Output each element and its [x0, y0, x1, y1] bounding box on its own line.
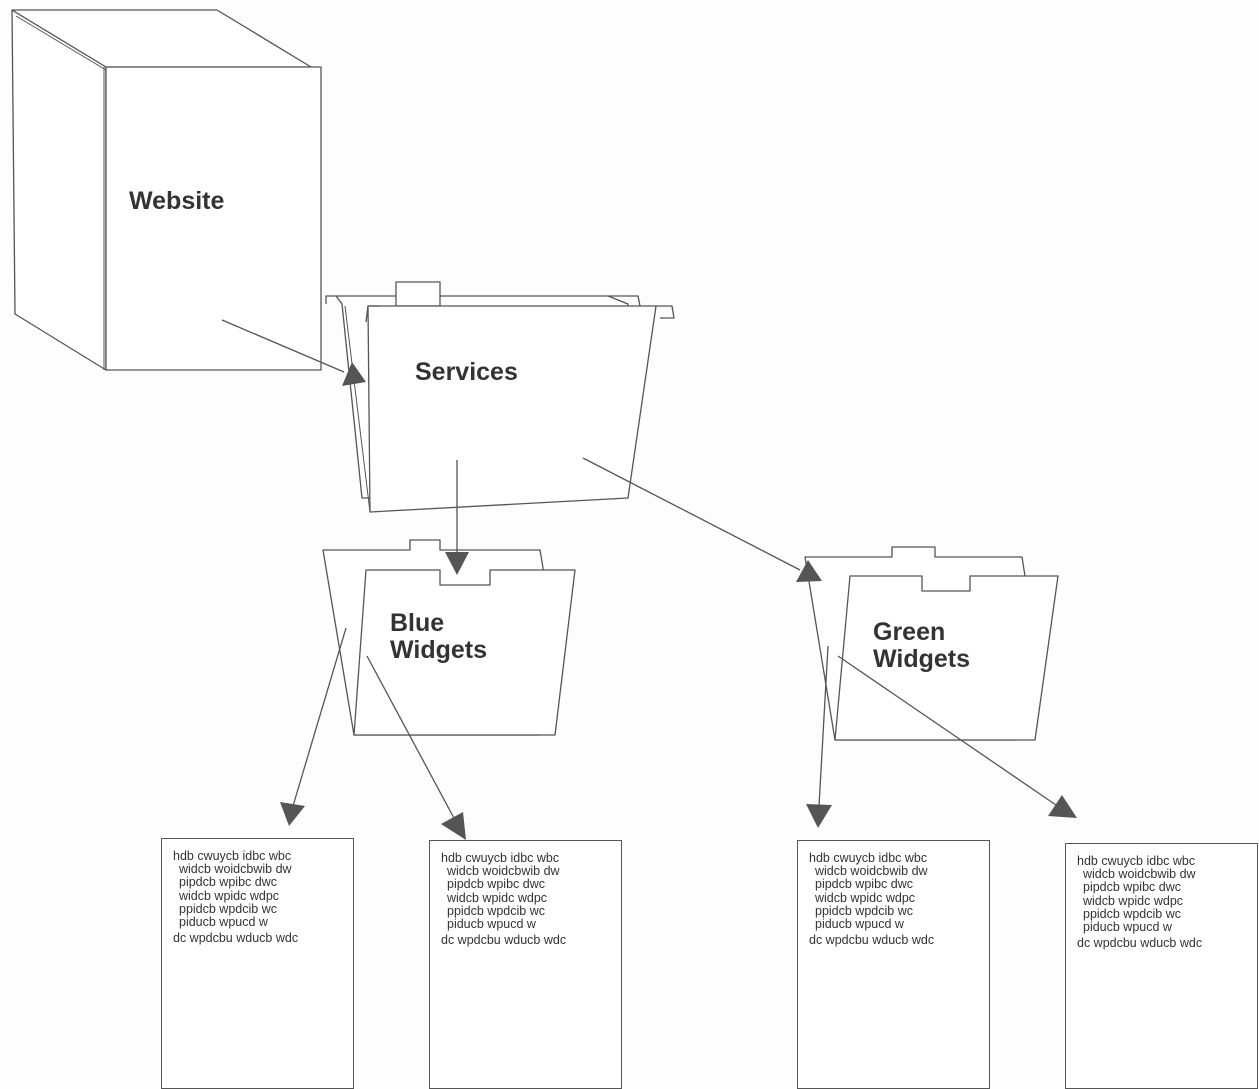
doc-line: widcb wpidc wdpc: [179, 888, 280, 903]
doc-line: pipdcb wpibc dwc: [447, 877, 545, 892]
green-widgets-label-line-1: Green: [873, 618, 946, 646]
arrow-blue-to-doc-2: [366, 655, 466, 840]
doc-line: dc wpdcbu wducb wdc: [809, 933, 935, 948]
website-label: Website: [129, 187, 225, 215]
doc-line: widcb woidcbwib dw: [1083, 867, 1196, 882]
document-page-3: hdb cwuycb idbc wbc widcb woidcbwib dw p…: [797, 840, 990, 1089]
doc-line: pipdcb wpibc dwc: [815, 877, 913, 892]
services-folder-icon: [325, 281, 675, 513]
blue-widgets-label-line-1: Blue: [390, 609, 445, 637]
document-page-4: hdb cwuycb idbc wbc widcb woidcbwib dw p…: [1065, 843, 1258, 1089]
doc-line: dc wpdcbu wducb wdc: [173, 931, 299, 946]
website-box: [11, 9, 322, 371]
website-box-side-face: [11, 9, 107, 371]
doc-line: widcb woidcbwib dw: [815, 864, 928, 879]
green-widgets-label: Green Widgets: [873, 619, 970, 673]
doc-line: piducb wpucd w: [1083, 920, 1172, 935]
document-text: hdb cwuycb idbc wbc widcb woidcbwib dw p…: [441, 851, 567, 948]
doc-line: hdb cwuycb idbc wbc: [173, 849, 292, 863]
doc-line: ppidcb wpdcib wc: [447, 903, 545, 918]
website-box-front-face: [105, 66, 322, 371]
green-widgets-label-line-2: Widgets: [873, 645, 970, 673]
doc-line: piducb wpucd w: [815, 917, 904, 932]
doc-line: widcb woidcbwib dw: [179, 862, 292, 877]
document-page-1: hdb cwuycb idbc wbc widcb woidcbwib dw p…: [161, 838, 354, 1089]
doc-line: widcb wpidc wdpc: [447, 890, 548, 905]
doc-line: hdb cwuycb idbc wbc: [441, 851, 560, 865]
arrow-website-to-services: [221, 319, 366, 386]
doc-line: pipdcb wpibc dwc: [1083, 880, 1181, 895]
arrow-services-to-blue-widgets: [445, 460, 469, 575]
blue-widgets-label-line-2: Widgets: [390, 636, 487, 664]
doc-line: ppidcb wpdcib wc: [179, 901, 277, 916]
doc-line: hdb cwuycb idbc wbc: [809, 851, 928, 865]
doc-line: widcb wpidc wdpc: [815, 890, 916, 905]
doc-line: widcb woidcbwib dw: [447, 864, 560, 879]
doc-line: pipdcb wpibc dwc: [179, 875, 277, 890]
document-text: hdb cwuycb idbc wbc widcb woidcbwib dw p…: [809, 851, 935, 948]
doc-line: piducb wpucd w: [447, 917, 536, 932]
arrow-blue-to-doc-1: [280, 627, 347, 826]
document-text: hdb cwuycb idbc wbc widcb woidcbwib dw p…: [173, 849, 299, 946]
doc-line: dc wpdcbu wducb wdc: [441, 933, 567, 948]
doc-line: dc wpdcbu wducb wdc: [1077, 936, 1203, 951]
doc-line: piducb wpucd w: [179, 915, 268, 930]
doc-line: hdb cwuycb idbc wbc: [1077, 854, 1196, 868]
doc-line: ppidcb wpdcib wc: [815, 903, 913, 918]
blue-widgets-folder-icon: [322, 539, 576, 736]
document-text: hdb cwuycb idbc wbc widcb woidcbwib dw p…: [1077, 854, 1203, 951]
arrow-green-to-doc-3: [806, 645, 832, 828]
green-widgets-folder-icon: [804, 546, 1059, 741]
arrow-services-to-green-widgets: [582, 457, 822, 582]
document-page-2: hdb cwuycb idbc wbc widcb woidcbwib dw p…: [429, 840, 622, 1089]
doc-line: ppidcb wpdcib wc: [1083, 906, 1181, 921]
doc-line: widcb wpidc wdpc: [1083, 893, 1184, 908]
blue-widgets-label: Blue Widgets: [390, 610, 487, 664]
services-label: Services: [415, 358, 518, 386]
arrow-green-to-doc-4: [837, 655, 1077, 818]
